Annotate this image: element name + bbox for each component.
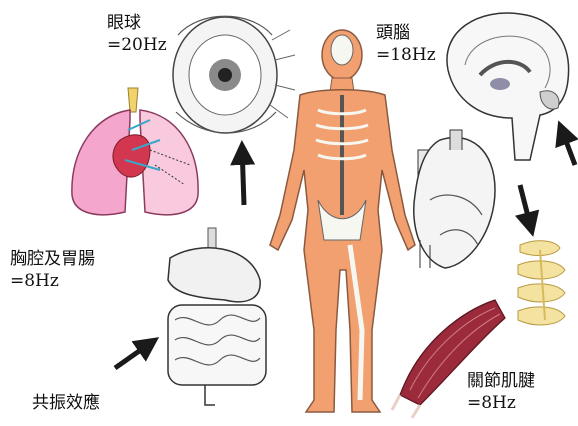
label-eye-name: 眼球 [107, 12, 167, 34]
label-joint-name: 關節肌腱 [467, 370, 535, 392]
human-body-figure [270, 30, 415, 412]
lungs-illustration [72, 88, 198, 215]
heart-illustration [414, 130, 495, 268]
label-chest-freq: =8Hz [10, 270, 95, 292]
stomach-intestines-illustration [168, 228, 266, 405]
label-joint: 關節肌腱 =8Hz [467, 370, 535, 414]
eyeball-illustration [173, 16, 295, 133]
label-brain-freq: =18Hz [376, 44, 436, 66]
label-brain: 頭腦 =18Hz [376, 22, 436, 66]
arrow-brain [560, 125, 575, 165]
label-eye: 眼球 =20Hz [107, 12, 167, 56]
label-chest-name: 胸腔及胃腸 [10, 248, 95, 270]
spine-vertebrae-illustration [518, 241, 565, 325]
caption: 共振效應 [32, 392, 100, 414]
arrow-stomach [115, 340, 155, 368]
label-joint-freq: =8Hz [467, 392, 535, 414]
label-eye-freq: =20Hz [107, 34, 167, 56]
label-brain-name: 頭腦 [376, 22, 436, 44]
arrow-spine [520, 185, 532, 232]
label-chest: 胸腔及胃腸 =8Hz [10, 248, 95, 292]
caption-text: 共振效應 [32, 392, 100, 414]
arrow-eye [242, 145, 244, 205]
